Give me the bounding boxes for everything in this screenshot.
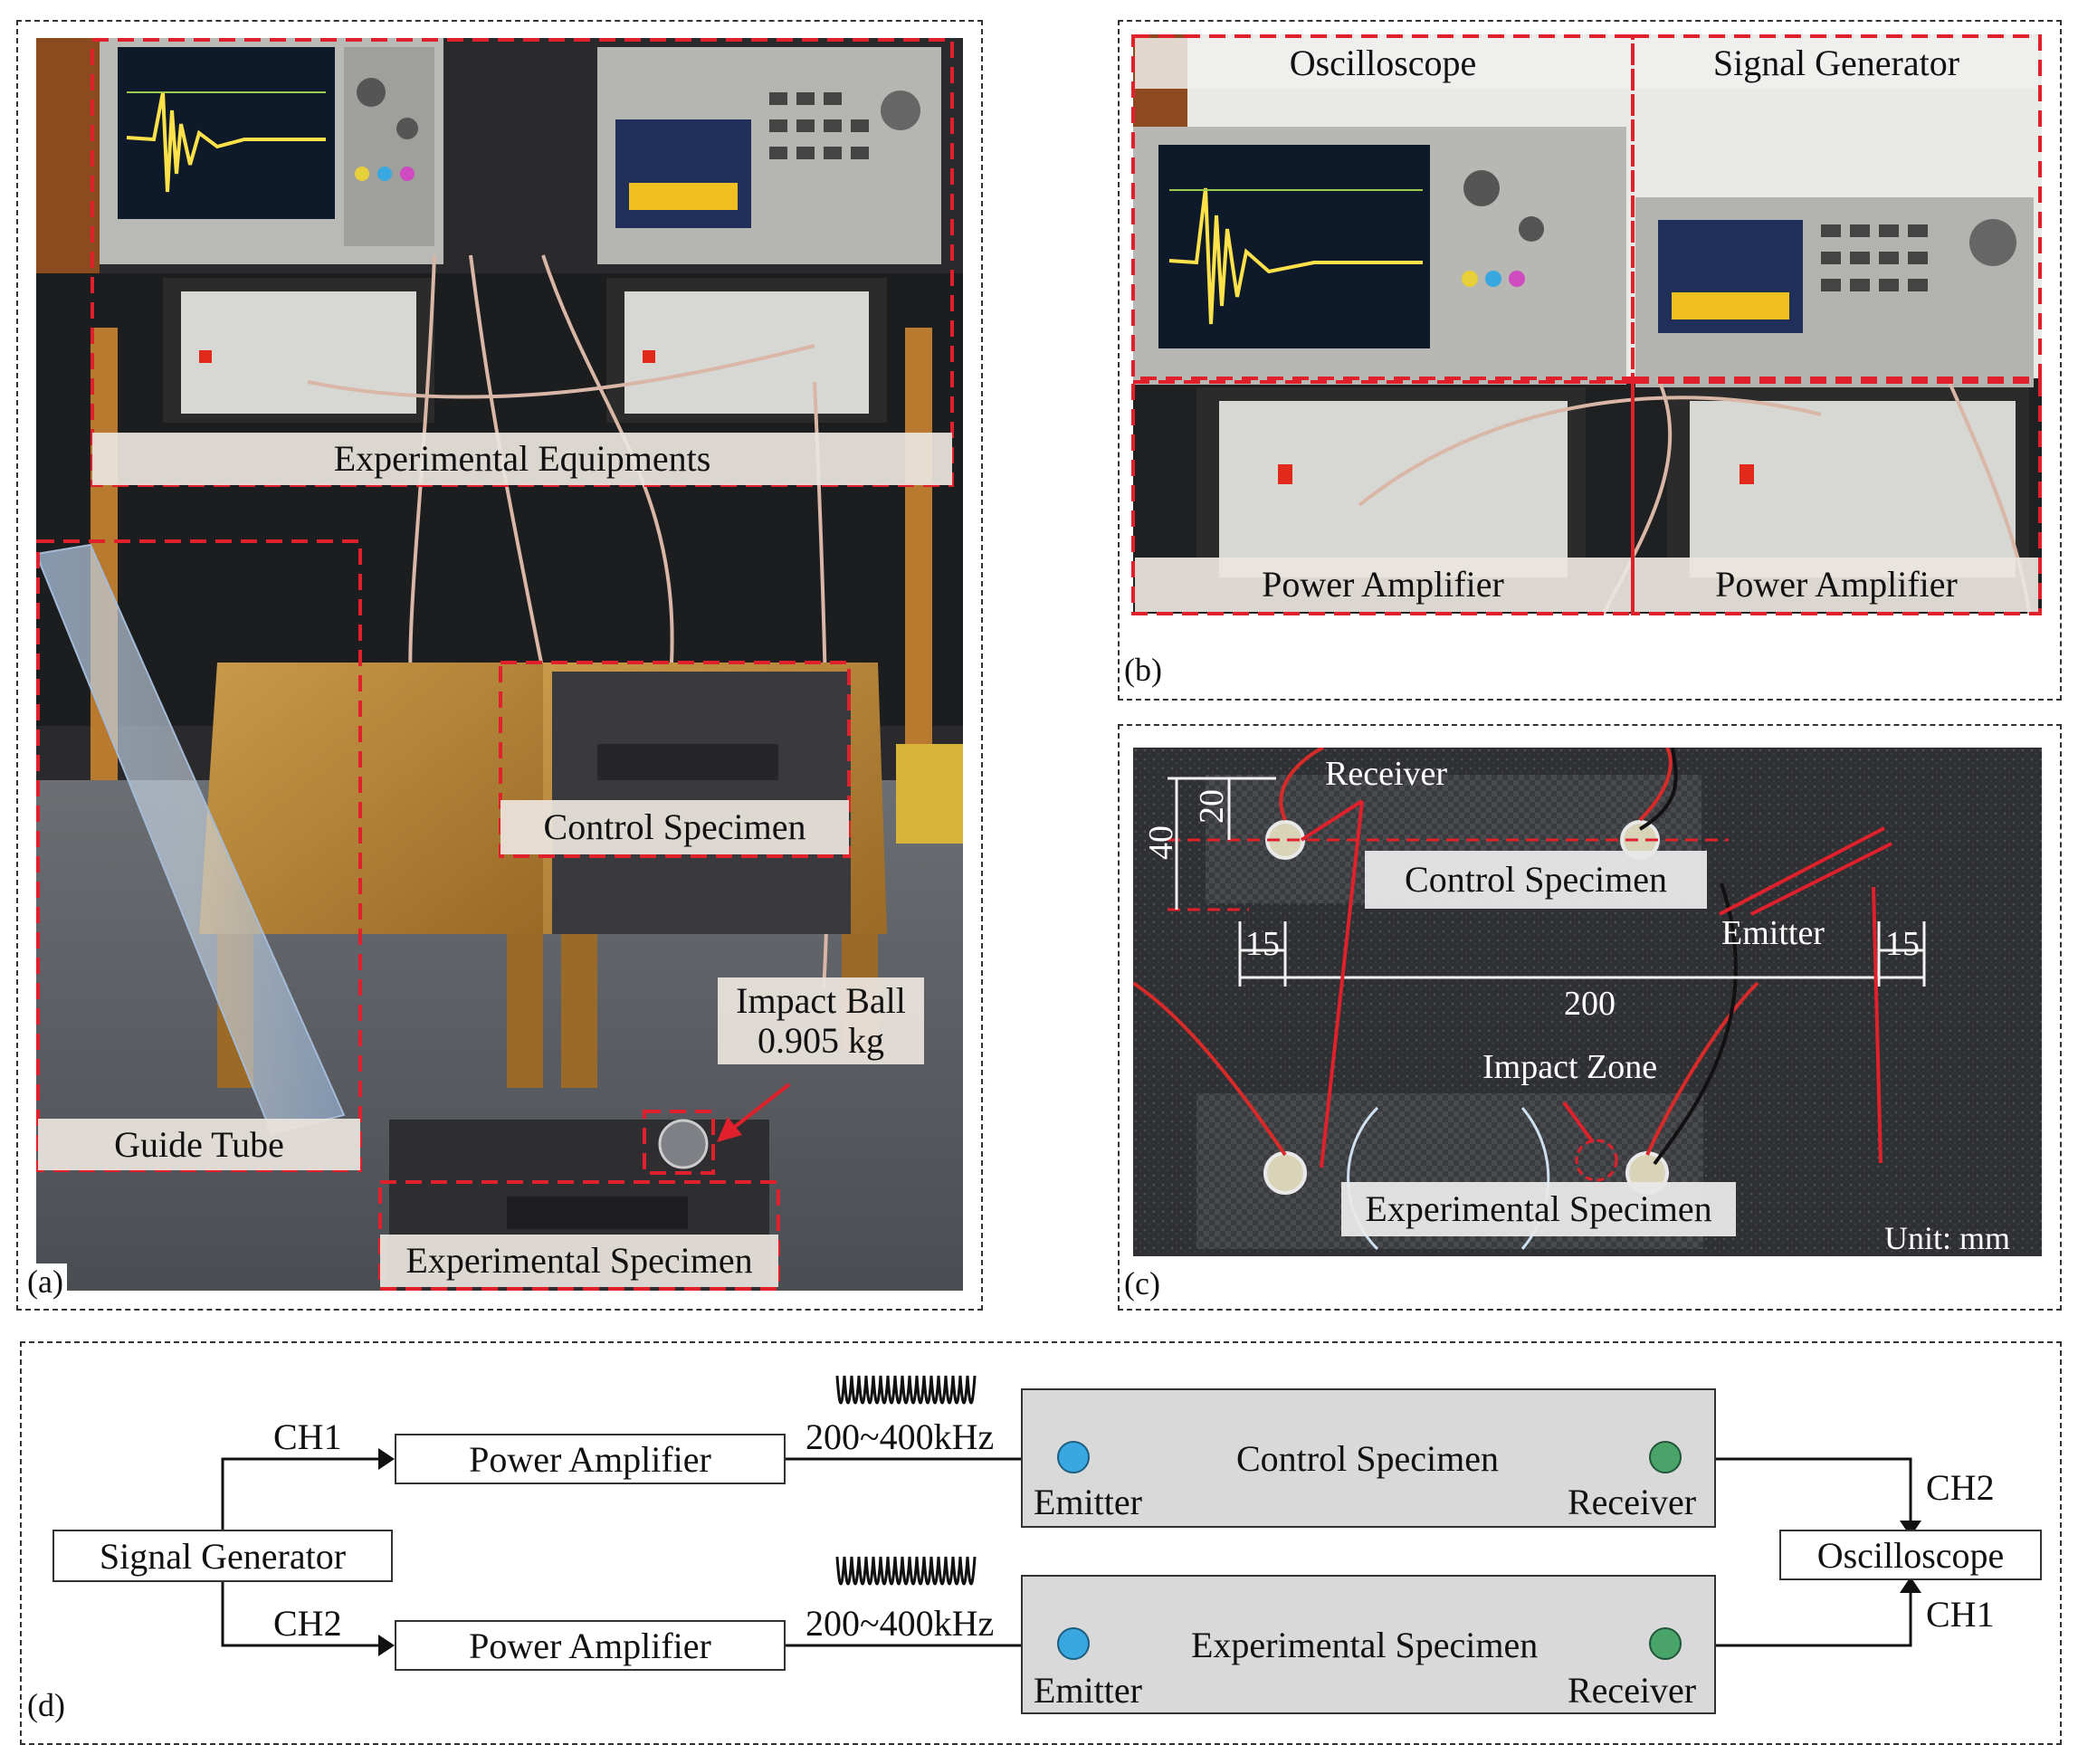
- panel-c-tag: (c): [1124, 1265, 1160, 1302]
- receiver-dot-top: [1649, 1441, 1682, 1473]
- emitter-label-top: Emitter: [1034, 1482, 1142, 1522]
- label-experimental-equipments: Experimental Equipments: [92, 433, 952, 485]
- frequency-label-top: 200~400kHz: [805, 1416, 995, 1457]
- channel-label-bottom: CH2: [273, 1603, 342, 1644]
- panel-d-frame: [20, 1341, 2062, 1745]
- signal-generator-box: Signal Generator: [52, 1530, 393, 1582]
- emitter-dot-bottom: [1057, 1627, 1090, 1660]
- label-receiver-c: Receiver: [1325, 755, 1448, 793]
- label-unit: Unit: mm: [1884, 1220, 2011, 1256]
- label-experimental-specimen-c: Experimental Specimen: [1341, 1182, 1736, 1236]
- panel-a-tag: (a): [24, 1263, 67, 1300]
- osc-channel-label-top: CH2: [1926, 1467, 1995, 1508]
- dim-15-right: 15: [1885, 925, 1920, 963]
- receiver-label-bottom: Receiver: [1568, 1670, 1697, 1711]
- dim-15-left: 15: [1245, 925, 1280, 963]
- panel-b-photo: [1133, 34, 2042, 614]
- dim-40: 40: [1142, 825, 1180, 860]
- control-specimen-box: [1021, 1388, 1716, 1528]
- label-power-amplifier-b-left: Power Amplifier: [1135, 558, 1631, 612]
- label-impact-ball: Impact Ball 0.905 kg: [718, 977, 924, 1064]
- panel-a-photo-drawing: [36, 38, 963, 1291]
- frequency-label-bottom: 200~400kHz: [805, 1603, 995, 1644]
- panel-a-photo: [36, 38, 963, 1291]
- panel-b-tag: (b): [1124, 652, 1162, 688]
- label-control-specimen-a: Control Specimen: [500, 800, 849, 854]
- panel-c-frame: [1118, 724, 2062, 1311]
- emitter-label-bottom: Emitter: [1034, 1670, 1142, 1711]
- panel-d-tag: (d): [27, 1687, 65, 1723]
- power-amplifier-box-top: Power Amplifier: [395, 1434, 786, 1484]
- osc-channel-label-bottom: CH1: [1926, 1594, 1995, 1635]
- label-guide-tube: Guide Tube: [38, 1119, 360, 1170]
- label-emitter-c: Emitter: [1721, 914, 1825, 952]
- experimental-specimen-label: Experimental Specimen: [1191, 1625, 1539, 1665]
- dim-20: 20: [1193, 789, 1231, 824]
- impact-ball-name: Impact Ball: [736, 980, 906, 1021]
- label-experimental-specimen-a: Experimental Specimen: [380, 1235, 778, 1287]
- label-power-amplifier-b-right: Power Amplifier: [1635, 558, 2038, 612]
- control-specimen-label: Control Specimen: [1236, 1438, 1499, 1479]
- label-oscilloscope-b: Oscilloscope: [1135, 38, 1631, 89]
- dim-200: 200: [1564, 985, 1616, 1023]
- label-signal-generator-b: Signal Generator: [1635, 38, 2038, 89]
- panel-b-photo-drawing: [1133, 34, 2042, 614]
- impact-ball-mass: 0.905 kg: [758, 1020, 884, 1061]
- receiver-dot-bottom: [1649, 1627, 1682, 1660]
- emitter-dot-top: [1057, 1441, 1090, 1473]
- experimental-specimen-box: [1021, 1575, 1716, 1714]
- panel-b-frame: [1118, 20, 2062, 701]
- oscilloscope-box: Oscilloscope: [1779, 1530, 2042, 1580]
- power-amplifier-box-bottom: Power Amplifier: [395, 1620, 786, 1671]
- panel-a-frame: [16, 20, 983, 1311]
- label-impact-zone: Impact Zone: [1482, 1048, 1658, 1086]
- channel-label-top: CH1: [273, 1416, 342, 1457]
- label-control-specimen-c: Control Specimen: [1365, 851, 1707, 909]
- receiver-label-top: Receiver: [1568, 1482, 1697, 1522]
